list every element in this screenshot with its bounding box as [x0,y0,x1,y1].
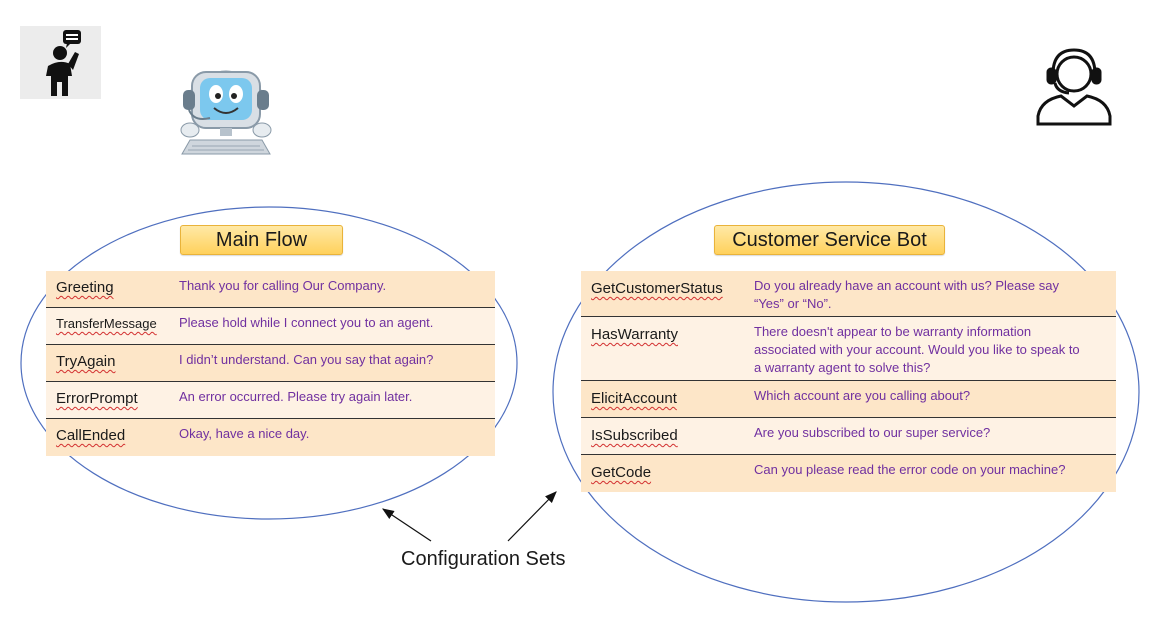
customer-agent-headset-icon [1033,44,1115,126]
arrow-to-customer-service-bot [507,491,557,542]
table-row: GetCode Can you please read the error co… [581,455,1116,492]
config-value: Do you already have an account with us? … [754,277,1059,313]
configuration-sets-caption: Configuration Sets [401,548,566,570]
config-key: ElicitAccount [591,390,677,407]
computer-robot-headset-icon [176,58,276,158]
config-value: Okay, have a nice day. [179,426,310,441]
config-value: Are you subscribed to our super service? [754,424,990,442]
config-value: Thank you for calling Our Company. [179,278,387,293]
table-row: IsSubscribed Are you subscribed to our s… [581,418,1116,455]
table-row: ElicitAccount Which account are you call… [581,381,1116,418]
config-key: IsSubscribed [591,427,678,444]
table-row: CallEnded Okay, have a nice day. [46,419,495,456]
config-key: GetCode [591,464,652,481]
config-value-line: Are you subscribed to our super service? [754,425,991,440]
config-key: HasWarranty [591,326,678,343]
arrow-to-main-flow [382,508,432,542]
config-key: ErrorPrompt [56,390,138,407]
config-value-line: associated with your account. Would you … [754,342,1080,357]
config-value-line: Which account are you calling about? [754,388,971,403]
config-value: Please hold while I connect you to an ag… [179,315,434,330]
config-value-line: Do you already have an account with us? … [754,278,1059,293]
config-key: TransferMessage [56,316,157,331]
config-value-line: a warranty agent to solve this? [754,360,931,375]
table-row: GetCustomerStatus Do you already have an… [581,271,1116,317]
table-row: HasWarranty There doesn't appear to be w… [581,317,1116,381]
table-row: TryAgain I didn’t understand. Can you sa… [46,345,495,382]
config-value: I didn’t understand. Can you say that ag… [179,352,434,367]
config-value: An error occurred. Please try again late… [179,389,413,404]
config-key: TryAgain [56,353,116,370]
config-value-line: Can you please read the error code on yo… [754,462,1066,477]
customer-service-bot-table: GetCustomerStatus Do you already have an… [581,271,1116,492]
table-row: ErrorPrompt An error occurred. Please tr… [46,382,495,419]
config-value: Can you please read the error code on yo… [754,461,1065,479]
config-value: There doesn't appear to be warranty info… [754,323,1080,377]
config-key: GetCustomerStatus [591,280,723,297]
person-speaking-icon [20,26,101,99]
config-key: Greeting [56,279,114,296]
table-row: TransferMessage Please hold while I conn… [46,308,495,345]
main-flow-title: Main Flow [180,225,343,255]
config-value-line: There doesn't appear to be warranty info… [754,324,1032,339]
customer-service-bot-title: Customer Service Bot [714,225,945,255]
config-value: Which account are you calling about? [754,387,970,405]
config-key: CallEnded [56,427,126,444]
config-value-line: “Yes” or “No”. [754,296,832,311]
table-row: Greeting Thank you for calling Our Compa… [46,271,495,308]
main-flow-table: Greeting Thank you for calling Our Compa… [46,271,495,456]
